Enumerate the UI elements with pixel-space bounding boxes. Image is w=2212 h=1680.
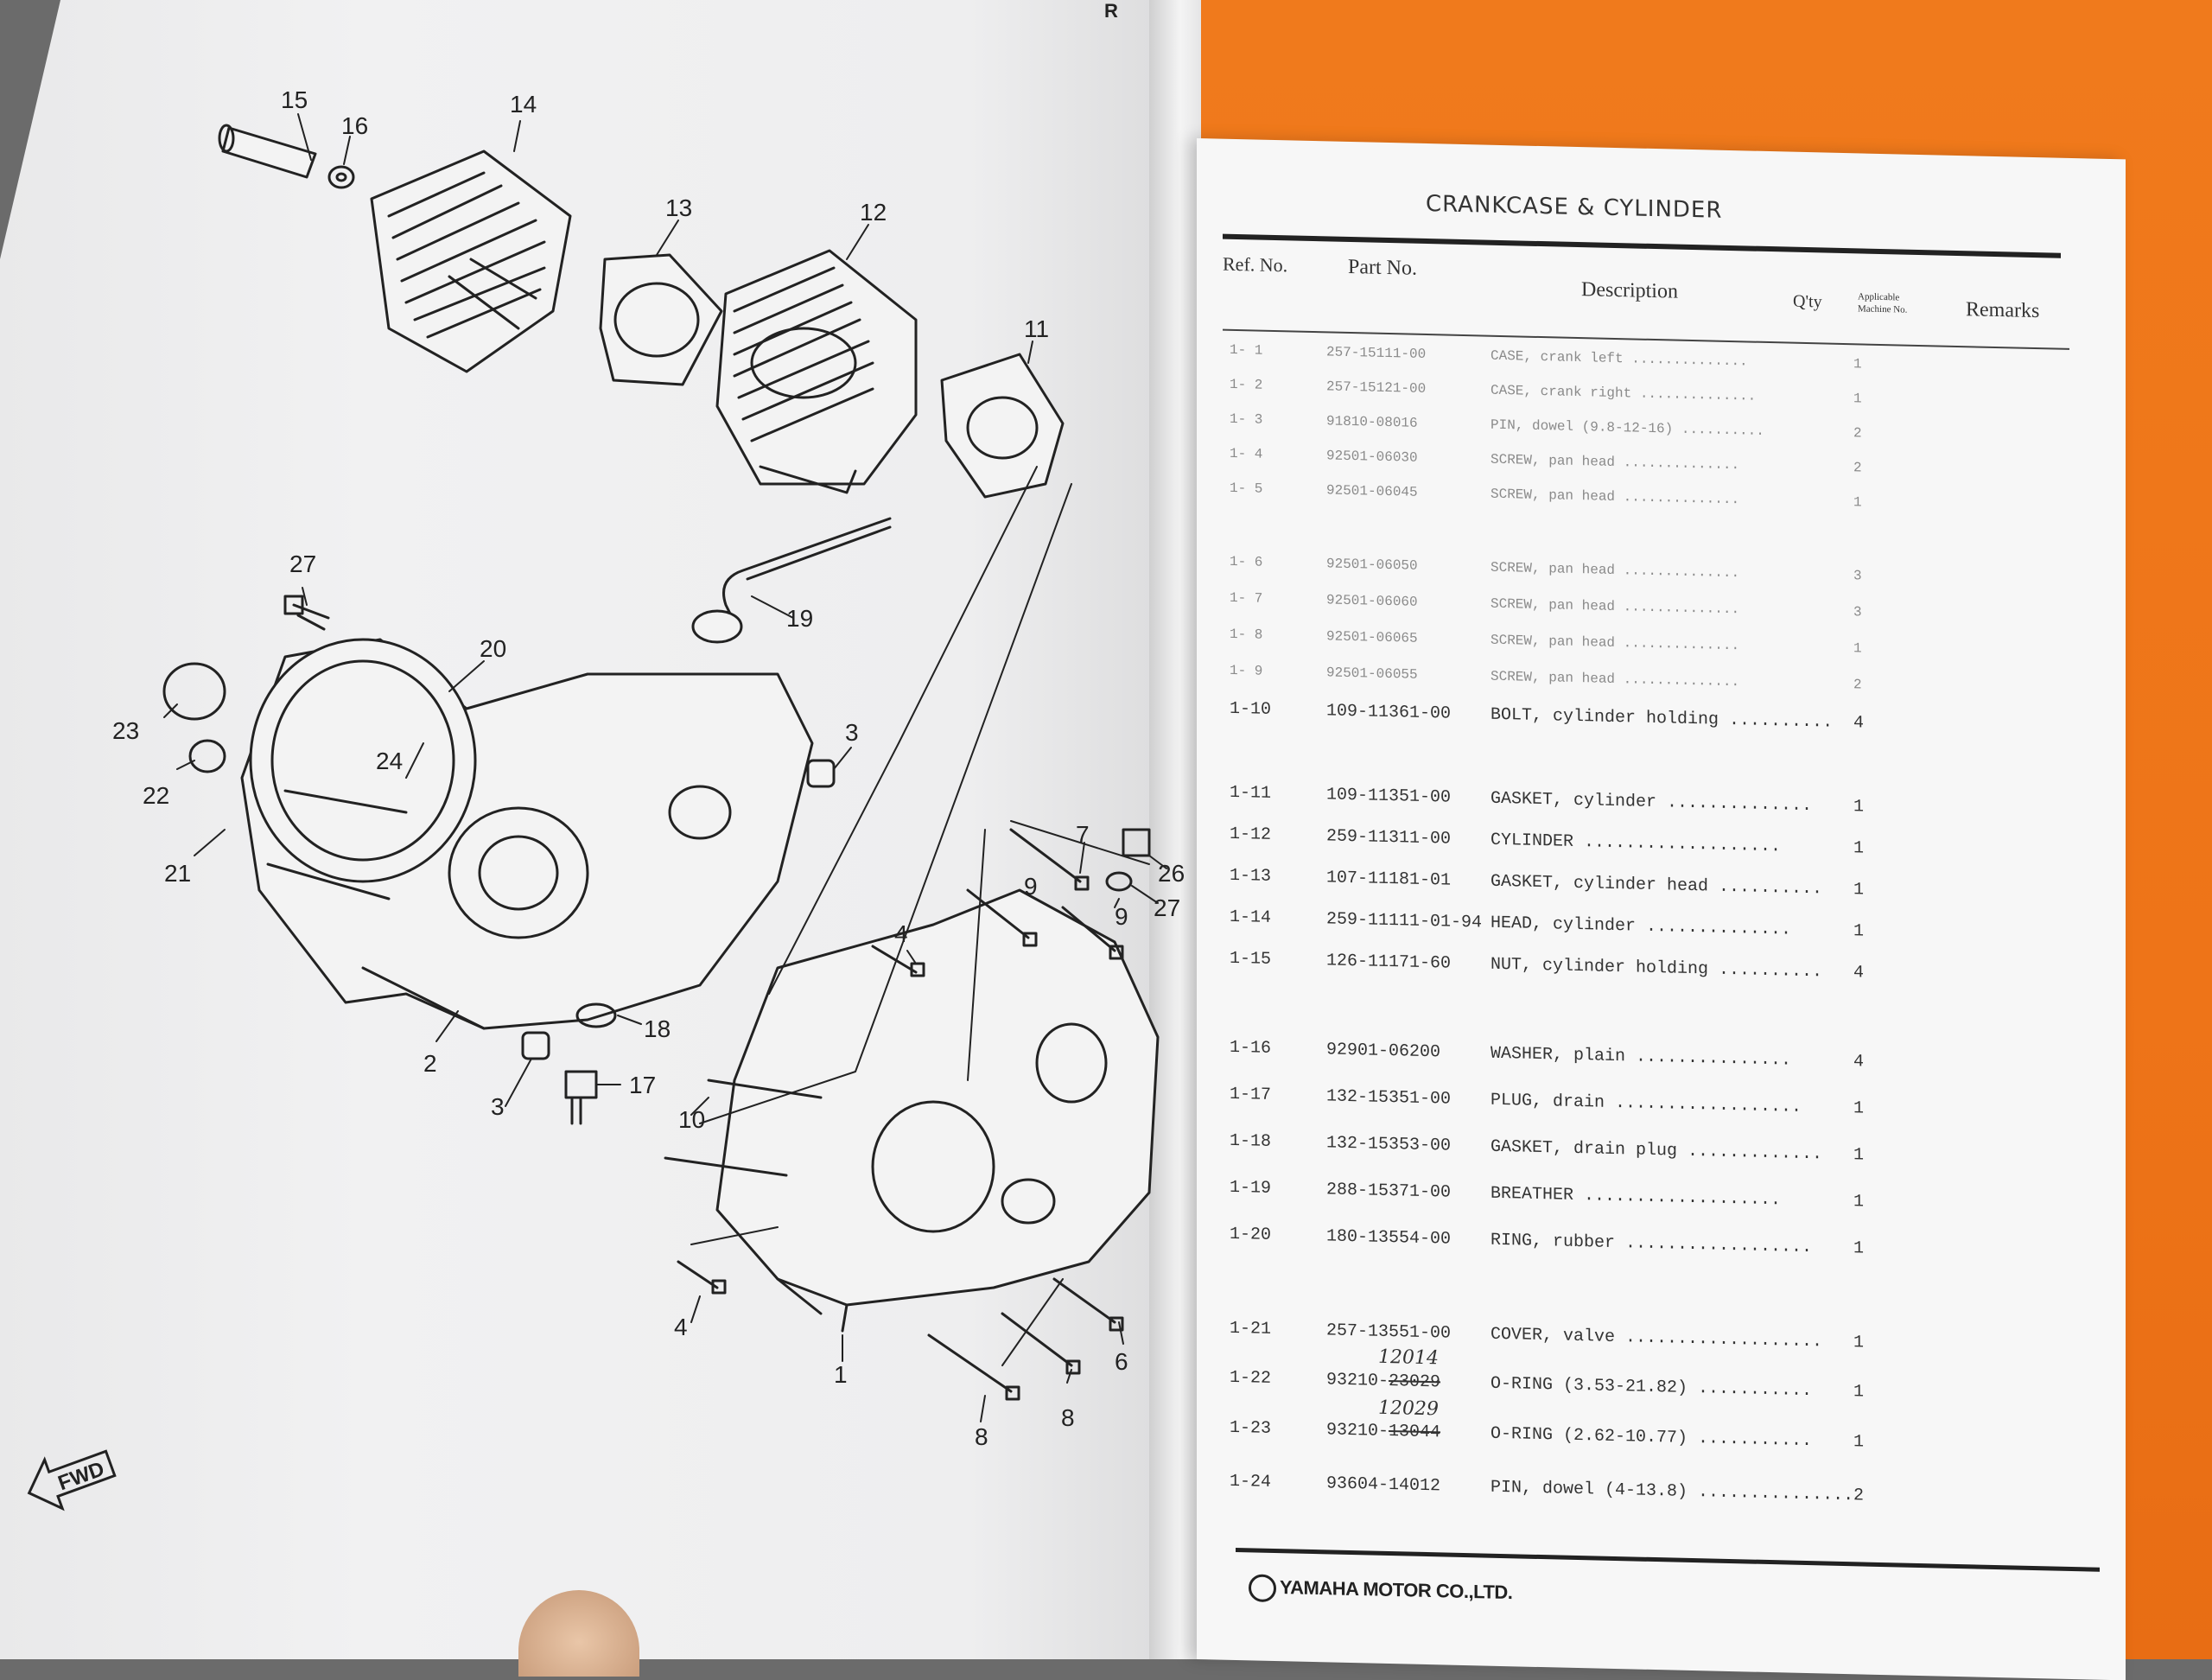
part-26-bolt [1122, 828, 1151, 857]
part-16-washer [327, 165, 355, 189]
callout-10: 10 [678, 1106, 705, 1133]
callout-18: 18 [644, 1015, 671, 1042]
callout-9b: 9 [1115, 903, 1128, 930]
callout-1: 1 [834, 1361, 848, 1388]
fwd-arrow-icon: FWD [27, 1449, 117, 1511]
exploded-parts-diagram: 15 16 14 13 12 11 19 27 20 23 22 21 24 3… [27, 86, 1185, 1511]
part-1-crankcase-right [715, 888, 1160, 1333]
callout-11: 11 [1024, 315, 1049, 342]
publisher-name: YAMAHA MOTOR CO.,LTD. [1280, 1575, 1513, 1604]
fwd-label: FWD [55, 1457, 108, 1495]
part-7-screw [1009, 828, 1090, 891]
part-4-screw [871, 945, 925, 977]
callout-13: 13 [665, 194, 692, 221]
callout-12: 12 [860, 199, 887, 226]
part-9-screw [966, 888, 1038, 947]
callout-16: 16 [341, 112, 368, 139]
callout-9: 9 [1024, 873, 1038, 900]
callout-6: 6 [1115, 1348, 1128, 1375]
part-3-dowel-lower [521, 1031, 550, 1060]
callout-15: 15 [281, 86, 308, 113]
part-17-drain-plug [564, 1070, 598, 1125]
part-15-pin [218, 124, 317, 179]
callout-21: 21 [164, 860, 191, 887]
part-13-head-gasket [599, 253, 723, 386]
callout-22: 22 [143, 782, 169, 809]
part-19-breather [691, 517, 892, 644]
header-remarks: Remarks [1966, 298, 2040, 323]
page-title: CRANKCASE & CYLINDER [1426, 191, 1723, 224]
callout-23: 23 [112, 717, 139, 744]
callout-3b: 3 [491, 1093, 505, 1120]
callout-2: 2 [423, 1050, 437, 1077]
handwritten-correction: 12029 [1378, 1397, 1439, 1421]
yamaha-logo-icon [1249, 1574, 1276, 1603]
part-20-cover [162, 638, 477, 900]
handwritten-correction: 12014 [1378, 1346, 1439, 1370]
part-25-bolt [283, 595, 330, 631]
header-machine-no: Machine No. [1858, 303, 1908, 315]
header-ref-no: Ref. No. [1223, 252, 1288, 277]
part-8-screw [927, 1333, 1020, 1401]
part-prefix: 93210- [1326, 1420, 1389, 1442]
struck-part-suffix: 13044 [1389, 1422, 1441, 1443]
callout-27: 27 [1154, 894, 1180, 921]
page-header-fragment: R [1104, 0, 1118, 22]
callout-20: 20 [480, 635, 506, 662]
callout-24: 24 [376, 748, 403, 774]
part-12-cylinder [715, 249, 918, 494]
part-18-drain-gasket [575, 1002, 617, 1028]
part-11-cylinder-gasket [940, 353, 1065, 499]
header-part-no: Part No. [1348, 255, 1417, 280]
part-10-stud [664, 1079, 823, 1177]
callout-4: 4 [894, 920, 908, 947]
callout-7: 7 [1076, 821, 1090, 848]
right-page: CRANKCASE & CYLINDER Ref. No. Part No. D… [1197, 138, 2126, 1680]
footer-rule [1236, 1548, 2100, 1572]
part-4-screw-lower [677, 1260, 727, 1295]
callout-17: 17 [629, 1072, 656, 1098]
callout-19: 19 [786, 605, 813, 632]
callout-25: 27 [289, 550, 316, 577]
part-9-screw-b [1061, 906, 1124, 960]
part-3-dowel [806, 759, 836, 788]
callout-4b: 4 [674, 1314, 688, 1340]
callout-8: 8 [975, 1423, 988, 1450]
part-27-washer [1105, 871, 1133, 892]
publisher-footer: YAMAHA MOTOR CO.,LTD. [1249, 1574, 1512, 1607]
table-row: 1-23 93210-13044 O-RING (2.62-10.77) ...… [1230, 1417, 1865, 1453]
book-gutter [1149, 0, 1201, 1659]
header-qty: Q'ty [1793, 291, 1822, 312]
callout-26: 26 [1158, 860, 1185, 887]
table-row: 1-22 93210-23029 O-RING (3.53-21.82) ...… [1230, 1367, 1865, 1403]
callout-7b: 8 [1061, 1404, 1075, 1431]
part-prefix: 93210- [1326, 1370, 1389, 1392]
header-rule [1223, 233, 2061, 258]
callout-3: 3 [845, 719, 859, 746]
part-7-screw-lower [1001, 1312, 1081, 1375]
callout-14: 14 [510, 91, 537, 118]
struck-part-suffix: 23029 [1389, 1371, 1441, 1393]
part-14-cylinder-head [370, 150, 572, 373]
header-description: Description [1581, 278, 1678, 303]
part-6-screw [1052, 1277, 1124, 1332]
header-applicable: Applicable [1858, 291, 1900, 303]
